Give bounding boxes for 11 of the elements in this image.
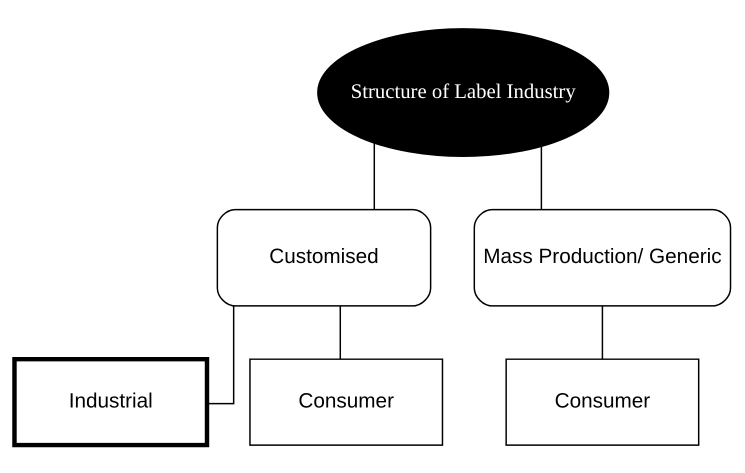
node-box: Customised	[216, 208, 432, 306]
connector	[340, 306, 342, 358]
connector	[208, 305, 234, 404]
node-box: Consumer	[249, 358, 444, 446]
node-box: Mass Production/ Generic	[474, 208, 732, 306]
node-ellipse: Structure of Label Industry	[317, 28, 610, 157]
connector	[540, 146, 542, 209]
connector	[374, 142, 376, 209]
connector	[602, 306, 604, 358]
node-box: Industrial	[12, 356, 210, 447]
node-box: Consumer	[505, 358, 700, 446]
